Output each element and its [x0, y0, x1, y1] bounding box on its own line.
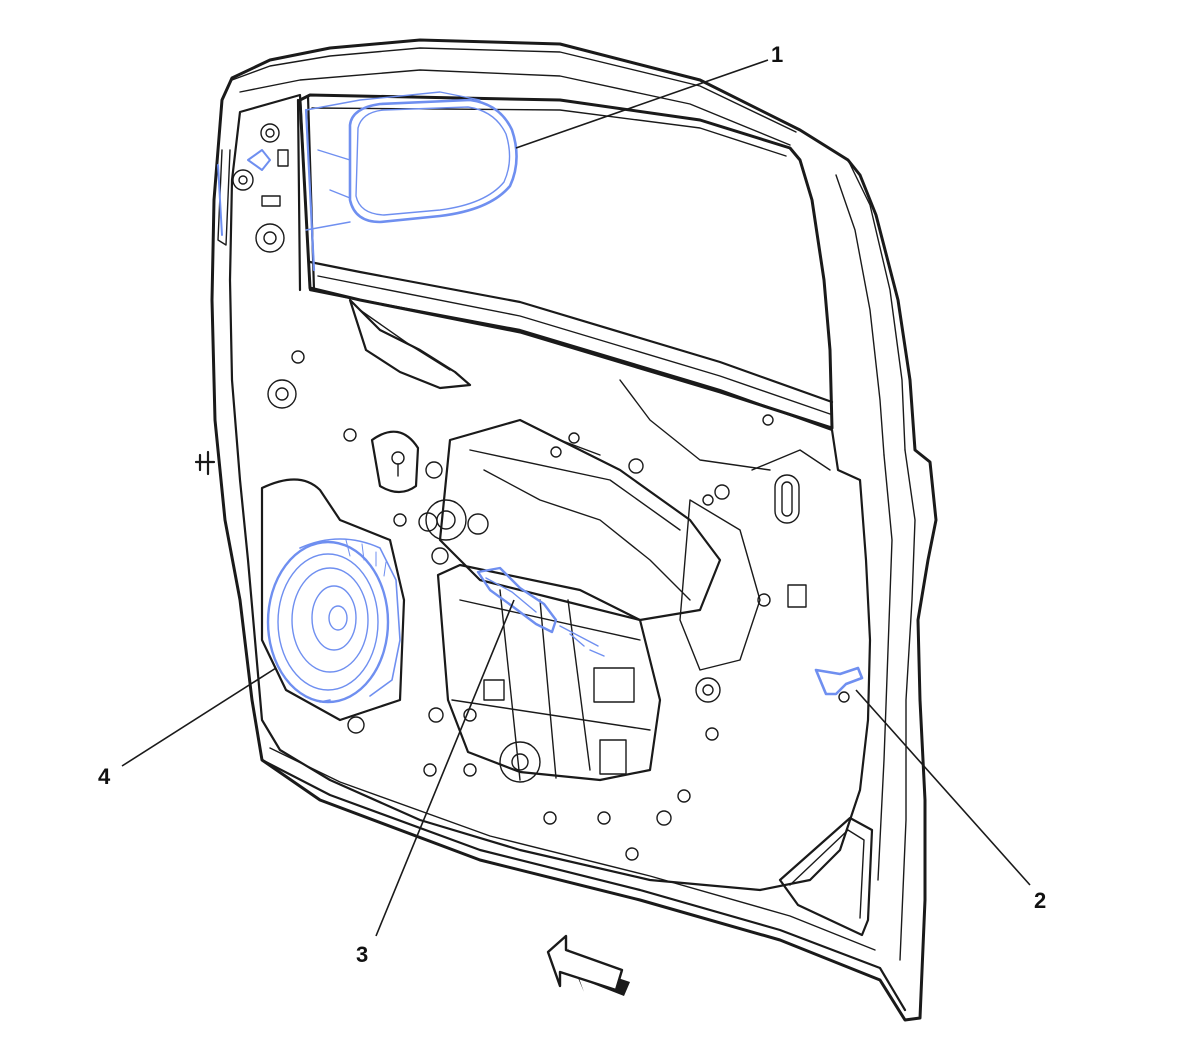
leader-line-3 [375, 599, 515, 937]
leader-line-2 [855, 689, 1031, 886]
door-inner-panel [228, 93, 872, 892]
callout-labels: 1 2 3 4 [98, 42, 1046, 967]
window [231, 47, 834, 430]
door-outer-shell [210, 38, 938, 1022]
inner-details [194, 298, 850, 861]
door-speaker [266, 538, 401, 704]
window-glass [298, 93, 834, 430]
view-direction-arrow-icon [546, 934, 630, 996]
callout-label-2: 2 [1034, 888, 1046, 913]
leader-line-4 [121, 667, 277, 767]
door-latch-clip [814, 666, 864, 696]
exterior-mirror [304, 91, 518, 272]
callout-leaders [121, 59, 1031, 937]
window-regulator [476, 566, 605, 657]
callout-label-3: 3 [356, 942, 368, 967]
callout-label-1: 1 [771, 42, 783, 67]
leader-line-1 [515, 59, 769, 149]
highlighted-parts [217, 91, 864, 704]
callout-label-4: 4 [98, 764, 111, 789]
hinge-area [217, 123, 289, 253]
door-panel [210, 38, 938, 1022]
